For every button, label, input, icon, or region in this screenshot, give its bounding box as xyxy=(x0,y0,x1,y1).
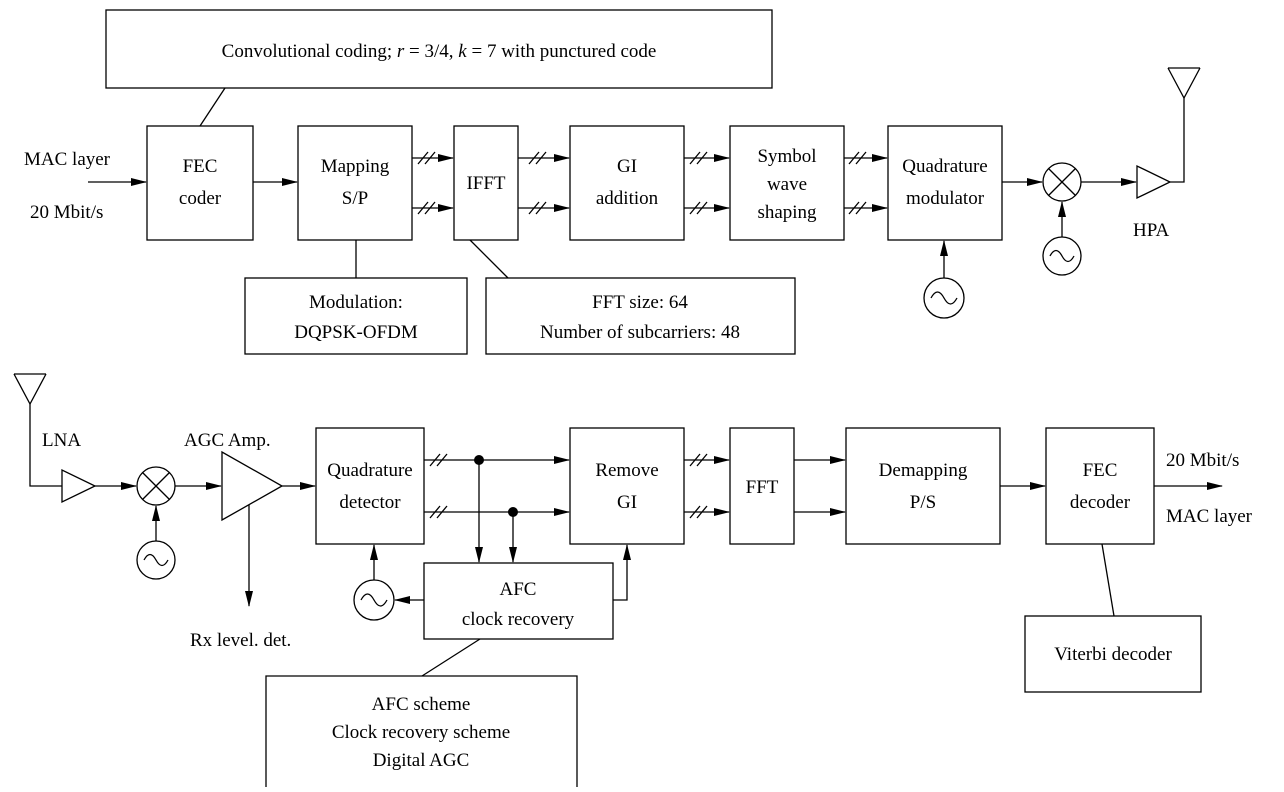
svg-text:wave: wave xyxy=(767,174,807,195)
afc-scheme-note: AFC scheme Clock recovery scheme Digital… xyxy=(265,675,578,787)
quadrature-modulator-block: Quadrature modulator xyxy=(887,125,1003,241)
svg-text:Quadrature: Quadrature xyxy=(902,156,987,177)
svg-text:FEC: FEC xyxy=(183,156,218,177)
svg-text:FFT size: 64: FFT size: 64 xyxy=(592,292,688,313)
svg-text:AFC scheme: AFC scheme xyxy=(372,694,471,715)
rx-antenna-icon xyxy=(13,373,47,406)
quadrature-detector-block: Quadrature detector xyxy=(315,427,425,545)
ifft-block: IFFT xyxy=(453,125,519,241)
svg-text:Number of subcarriers: 48: Number of subcarriers: 48 xyxy=(540,322,740,343)
svg-text:Digital AGC: Digital AGC xyxy=(373,750,470,771)
svg-text:modulator: modulator xyxy=(906,188,985,209)
afc-clock-recovery-block: AFC clock recovery xyxy=(423,562,614,640)
rx-level-label: Rx level. det. xyxy=(190,630,291,651)
tx-oscillator-icon xyxy=(1042,236,1082,276)
hpa-amplifier-icon xyxy=(1136,164,1172,200)
svg-text:decoder: decoder xyxy=(1070,492,1131,513)
lna-label: LNA xyxy=(42,430,81,451)
svg-text:Symbol: Symbol xyxy=(757,146,816,167)
lna-amplifier-icon xyxy=(61,468,97,504)
fec-decoder-block: FEC decoder xyxy=(1045,427,1155,545)
ifft-to-gi-bus xyxy=(518,151,570,215)
svg-text:Modulation:: Modulation: xyxy=(309,292,403,313)
fft-note-leader xyxy=(469,239,509,279)
coding-note-leader xyxy=(199,87,226,127)
antenna-to-lna-line xyxy=(29,404,62,487)
gi-addition-block: GI addition xyxy=(569,125,685,241)
svg-text:FFT: FFT xyxy=(746,477,779,498)
svg-text:clock recovery: clock recovery xyxy=(462,609,575,630)
remove-gi-to-fft-bus xyxy=(684,453,730,519)
agc-amp-label: AGC Amp. xyxy=(184,430,271,451)
svg-text:S/P: S/P xyxy=(342,188,368,209)
symbol-shaping-block: Symbol wave shaping xyxy=(729,125,845,241)
rx-mixer-icon xyxy=(136,466,176,506)
svg-text:FEC: FEC xyxy=(1083,460,1118,481)
svg-text:GI: GI xyxy=(617,492,637,513)
svg-text:detector: detector xyxy=(339,492,401,513)
detector-to-remove-gi-bus xyxy=(424,453,570,519)
demapping-block: Demapping P/S xyxy=(845,427,1001,545)
hpa-to-antenna-line xyxy=(1170,98,1185,183)
mapping-block: Mapping S/P xyxy=(297,125,413,241)
fec-coder-block: FEC coder xyxy=(146,125,254,241)
viterbi-decoder-note: Viterbi decoder xyxy=(1024,615,1202,693)
mac-layer-input-label: MAC layer xyxy=(24,149,111,170)
svg-text:Viterbi decoder: Viterbi decoder xyxy=(1054,644,1172,665)
gi-to-shaping-bus xyxy=(684,151,730,215)
svg-text:Remove: Remove xyxy=(595,460,658,481)
svg-text:Convolutional coding; r = 3/4,: Convolutional coding; r = 3/4, k = 7 wit… xyxy=(222,41,657,62)
svg-text:coder: coder xyxy=(179,188,222,209)
svg-text:shaping: shaping xyxy=(757,202,817,223)
tx-mixer-icon xyxy=(1042,162,1082,202)
shaping-to-modulator-bus xyxy=(844,151,888,215)
tx-antenna-icon xyxy=(1167,67,1201,100)
fft-size-note: FFT size: 64 Number of subcarriers: 48 xyxy=(485,277,796,355)
afc-to-remove-gi-arrow xyxy=(613,544,631,601)
viterbi-leader xyxy=(1101,543,1115,617)
input-rate-label: 20 Mbit/s xyxy=(30,202,103,223)
svg-text:P/S: P/S xyxy=(910,492,936,513)
detector-oscillator-icon xyxy=(353,579,395,621)
rx-oscillator-icon xyxy=(136,540,176,580)
svg-text:Mapping: Mapping xyxy=(321,156,390,177)
mapping-to-ifft-bus xyxy=(412,151,454,215)
mac-layer-output-label: MAC layer xyxy=(1166,506,1253,527)
svg-text:Clock recovery scheme: Clock recovery scheme xyxy=(332,722,510,743)
fft-block: FFT xyxy=(729,427,795,545)
hpa-label: HPA xyxy=(1133,220,1170,241)
svg-text:Demapping: Demapping xyxy=(879,460,968,481)
svg-text:AFC: AFC xyxy=(500,579,537,600)
modulation-note: Modulation: DQPSK-OFDM xyxy=(244,277,468,355)
svg-text:Quadrature: Quadrature xyxy=(327,460,412,481)
coding-note: Convolutional coding; r = 3/4, k = 7 wit… xyxy=(105,9,773,89)
svg-text:IFFT: IFFT xyxy=(466,173,505,194)
svg-text:addition: addition xyxy=(596,188,659,209)
modulator-oscillator-icon xyxy=(923,277,965,319)
svg-text:GI: GI xyxy=(617,156,637,177)
svg-text:DQPSK-OFDM: DQPSK-OFDM xyxy=(294,322,418,343)
afc-note-leader xyxy=(421,638,481,677)
agc-amplifier-icon xyxy=(221,450,284,522)
output-rate-label: 20 Mbit/s xyxy=(1166,450,1239,471)
remove-gi-block: Remove GI xyxy=(569,427,685,545)
